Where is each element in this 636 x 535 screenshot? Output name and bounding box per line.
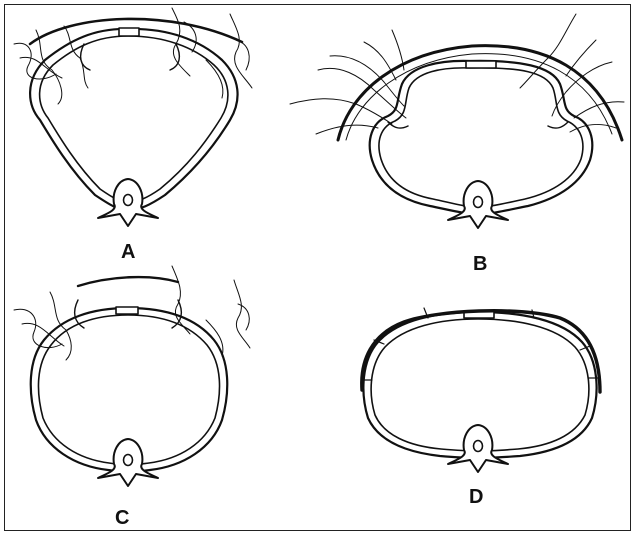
panel-c-label: C	[115, 507, 129, 530]
panel-d-label: D	[469, 486, 483, 509]
panel-c-sternum	[116, 307, 138, 314]
panel-a-sternum	[119, 28, 139, 36]
panel-a-diagram	[14, 8, 252, 226]
panel-b-bar	[338, 46, 622, 140]
panel-c-diagram	[14, 266, 250, 486]
panel-b-diagram	[290, 14, 624, 228]
panel-b-sternum	[466, 61, 496, 68]
panel-a-label: A	[121, 241, 135, 264]
panel-a-chest-wall-inner	[40, 36, 228, 202]
panel-b-label: B	[473, 253, 487, 276]
panel-d-diagram	[362, 308, 600, 472]
panel-c-bar	[78, 277, 178, 286]
panel-d-bar	[362, 311, 600, 392]
